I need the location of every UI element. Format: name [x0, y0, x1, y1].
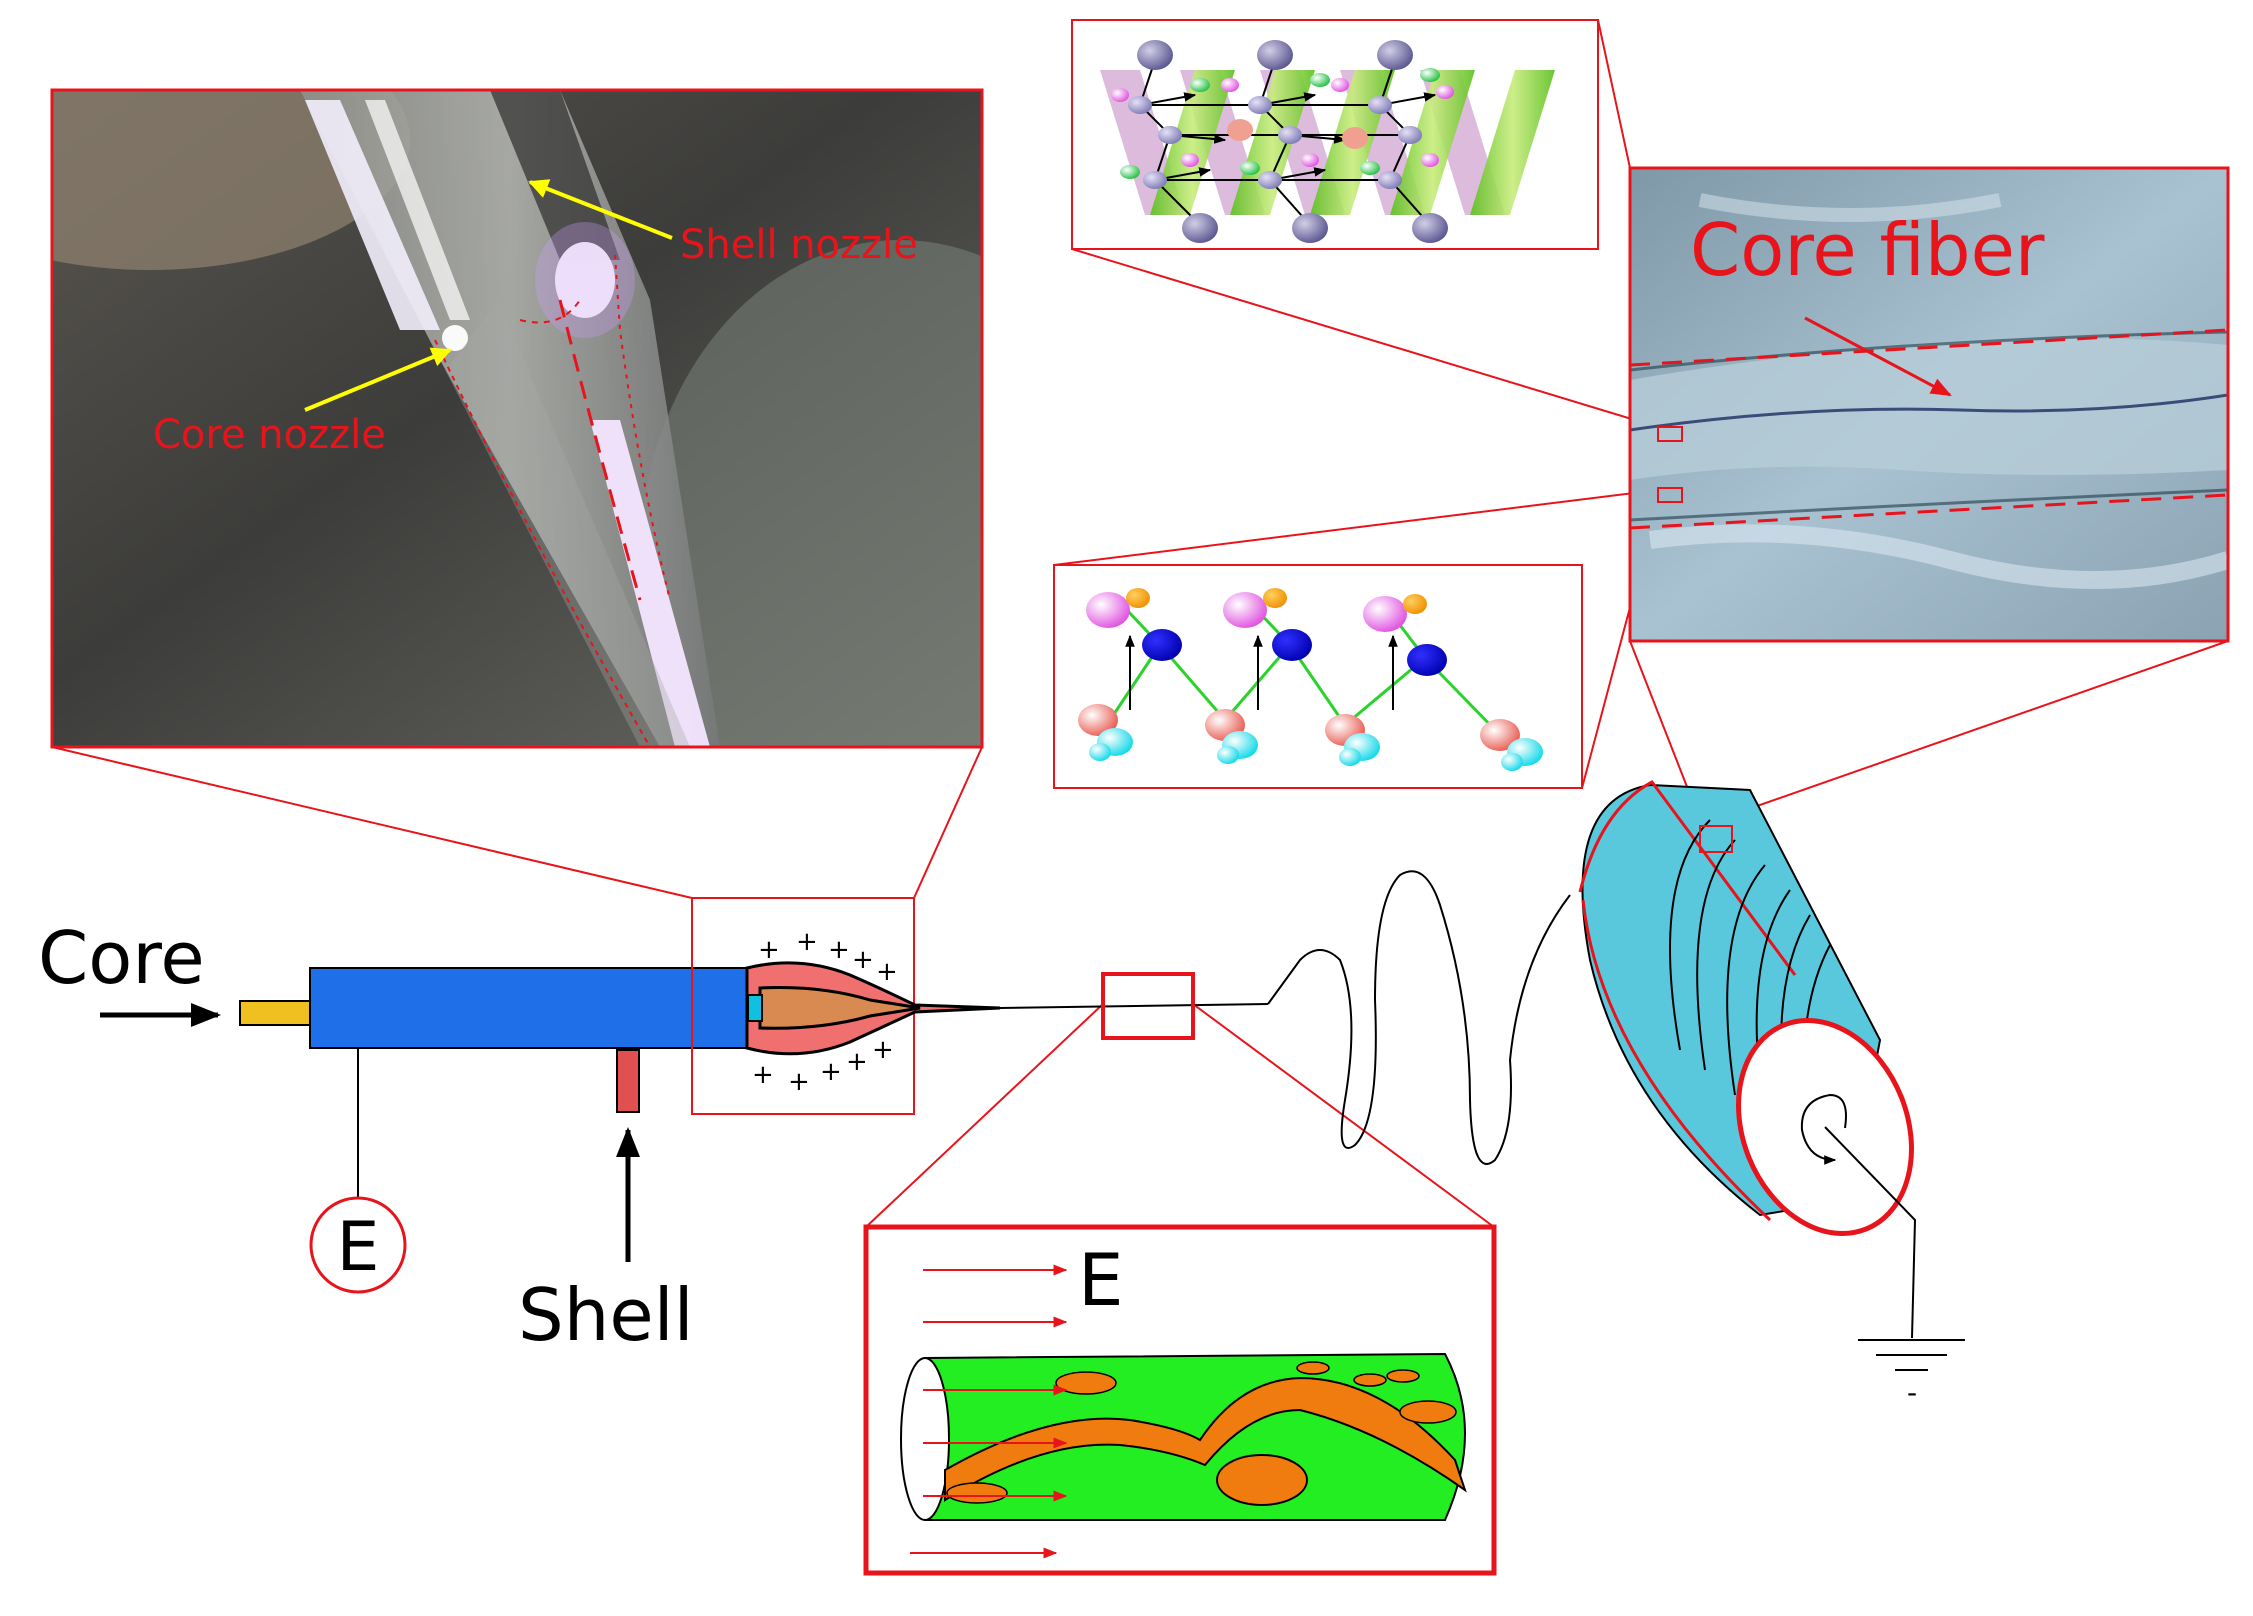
fiber-upper-boundary [1629, 328, 2229, 367]
svg-text:+: + [752, 1060, 774, 1090]
high-voltage-label: E [337, 1208, 380, 1287]
syringe-assembly: Core Shell E [38, 916, 748, 1357]
dipole-arrows [1125, 634, 1398, 710]
fiber-field-inset: E [863, 1224, 1497, 1576]
electric-field-label: E [1078, 1238, 1124, 1322]
svg-text:+: + [846, 1047, 868, 1077]
ground-minus-label: - [1907, 1376, 1917, 1409]
core-fiber-pointer [1804, 316, 1952, 397]
fiber-jet [999, 870, 1571, 1165]
shell-inlet-port [616, 1049, 640, 1113]
collector-drum [1578, 780, 1914, 1237]
svg-text:+: + [852, 945, 874, 975]
shell-nozzle-pointer [528, 179, 673, 240]
core-inlet-label: Core [38, 916, 205, 1000]
svg-text:+: + [758, 935, 780, 965]
fiber-lower-boundary [1629, 493, 2229, 530]
lattice-atoms [1111, 40, 1454, 243]
shell-nozzle-label: Shell nozzle [680, 222, 918, 268]
chain-atoms [1078, 588, 1543, 771]
core-nozzle-pointer [304, 347, 452, 412]
svg-text:+: + [876, 957, 898, 987]
taylor-cone: +++ ++ +++ ++ [691, 897, 1001, 1115]
core-needle [239, 1000, 313, 1026]
svg-text:+: + [828, 935, 850, 965]
syringe-barrel [309, 967, 748, 1049]
core-fiber-label: Core fiber [1690, 208, 2045, 292]
rotation-arrow-icon [1800, 1093, 1847, 1165]
svg-text:+: + [796, 927, 818, 957]
core-nozzle-label: Core nozzle [153, 412, 386, 458]
svg-text:+: + [820, 1057, 842, 1087]
high-voltage-source [309, 1196, 407, 1294]
field-arrows [910, 1264, 1068, 1559]
crystal-structure-inset [1071, 19, 1599, 250]
svg-text:+: + [872, 1035, 894, 1065]
shell-inlet-label: Shell [518, 1273, 694, 1357]
ground-symbol-icon [1824, 1126, 1965, 1371]
svg-text:+: + [788, 1067, 810, 1097]
zoom-lines [51, 19, 2229, 1228]
positive-charges: +++ ++ +++ ++ [752, 927, 898, 1097]
core-fiber-micrograph: Core fiber [1628, 166, 2230, 643]
nozzle-photo-inset: Shell nozzle Core nozzle [50, 88, 984, 749]
polymer-chain-inset [1053, 564, 1583, 789]
